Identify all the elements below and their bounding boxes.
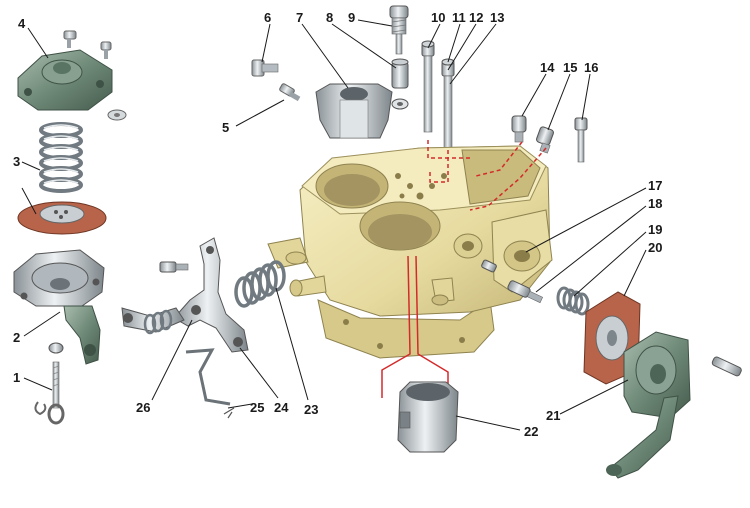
callout-21: 21	[546, 408, 560, 423]
callout-16: 16	[584, 60, 598, 75]
part-7-small-diffuser	[315, 83, 393, 139]
callout-11: 11	[452, 10, 466, 25]
part-6-screw	[251, 59, 279, 77]
part-10-13-jets-tubes	[421, 40, 455, 149]
callout-7: 7	[296, 10, 303, 25]
callout-12: 12	[469, 10, 483, 25]
callout-6: 6	[264, 10, 271, 25]
part-21-econostat-cover	[606, 331, 691, 479]
leader-lines	[21, 19, 647, 431]
callout-2: 2	[13, 330, 20, 345]
part-4-accelerator-pump-cover	[17, 49, 113, 111]
callout-18: 18	[648, 196, 662, 211]
parts-layer	[13, 5, 742, 479]
callout-9: 9	[348, 10, 355, 25]
callout-17: 17	[648, 178, 662, 193]
callout-labels: 4 3 2 1 5 6 7 8 9 10 11 12 13 14 15 16 1…	[13, 10, 662, 439]
callout-8: 8	[326, 10, 333, 25]
part-8-jet	[391, 58, 409, 110]
part-22-large-diffuser	[397, 381, 459, 453]
callout-20: 20	[648, 240, 662, 255]
part-19-spring	[556, 286, 590, 316]
part-1-adjusting-screw	[34, 342, 65, 425]
part-4-screws	[63, 30, 127, 121]
part-23-spring	[234, 260, 286, 308]
callout-15: 15	[563, 60, 577, 75]
callout-23: 23	[304, 402, 318, 417]
part-17-18-screws	[481, 259, 544, 304]
part-21-screw	[711, 356, 742, 377]
part-9-fuel-valve	[389, 5, 409, 55]
callout-13: 13	[490, 10, 504, 25]
callout-22: 22	[524, 424, 538, 439]
part-15-jet	[536, 126, 554, 154]
callout-4: 4	[18, 16, 26, 31]
callout-10: 10	[431, 10, 445, 25]
part-24-26-throttle-linkage	[121, 237, 249, 419]
part-5-screw	[279, 83, 301, 102]
part-2-pump-housing	[13, 249, 105, 365]
callout-14: 14	[540, 60, 555, 75]
callout-5: 5	[222, 120, 229, 135]
callout-3: 3	[13, 154, 20, 169]
part-14-jet	[511, 115, 527, 143]
part-3-diaphragm	[17, 201, 107, 235]
callout-25: 25	[250, 400, 264, 415]
carburetor-body	[267, 145, 553, 359]
callout-26: 26	[136, 400, 150, 415]
part-16-screw	[574, 117, 588, 163]
callout-24: 24	[274, 400, 289, 415]
part-pump-spring	[39, 122, 83, 193]
callout-1: 1	[13, 370, 20, 385]
callout-19: 19	[648, 222, 662, 237]
